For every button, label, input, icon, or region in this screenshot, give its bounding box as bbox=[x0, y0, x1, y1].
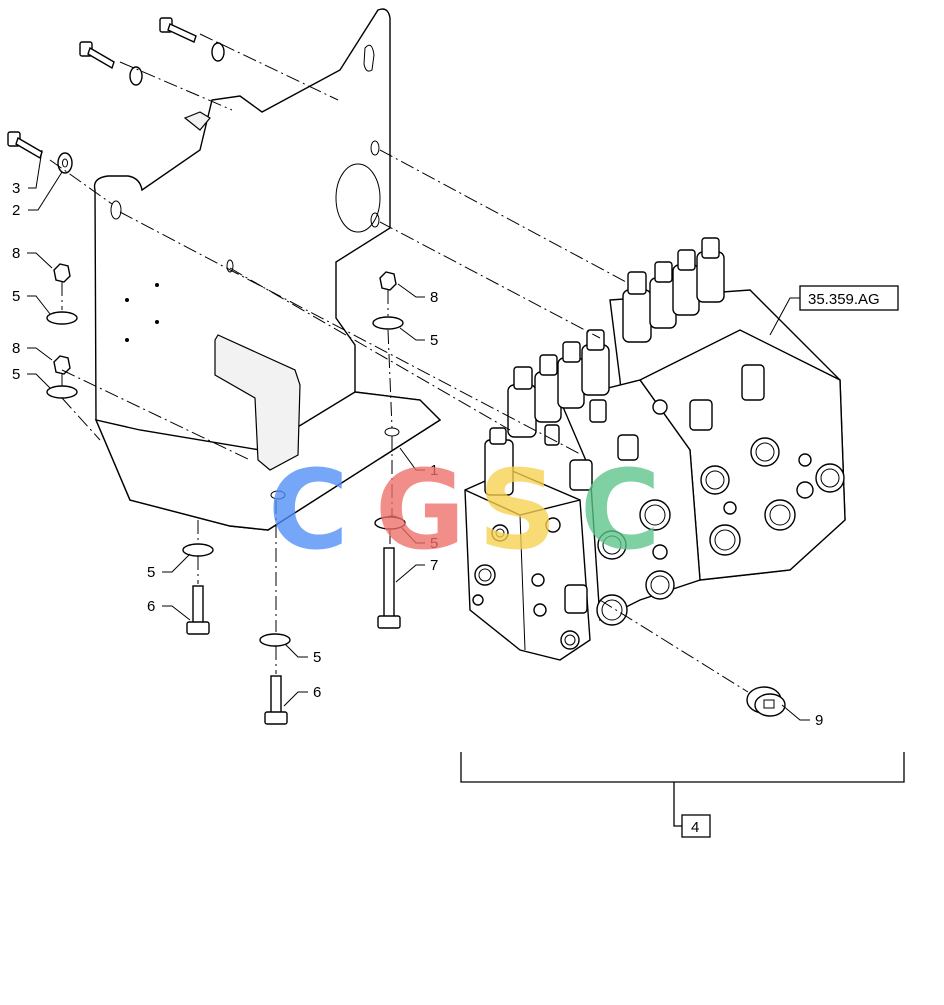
leader-lines bbox=[27, 149, 905, 827]
callout-1: 1 bbox=[430, 462, 438, 479]
plug-9 bbox=[746, 686, 786, 717]
nut-8-upper-left bbox=[53, 263, 71, 283]
callout-3: 3 bbox=[12, 180, 20, 197]
callout-8-upper-left: 8 bbox=[12, 245, 20, 262]
callout-6-center: 6 bbox=[313, 684, 321, 701]
alignment-lines bbox=[49, 33, 749, 693]
bolt-6-center bbox=[264, 675, 288, 725]
callout-2: 2 bbox=[12, 202, 20, 219]
callout-8-lower-left: 8 bbox=[12, 340, 20, 357]
washer-5-f bbox=[259, 633, 291, 647]
reference-label: 35.359.AG bbox=[808, 291, 880, 308]
bolt-7 bbox=[377, 547, 401, 629]
watermark-letter-2: G bbox=[375, 446, 465, 574]
watermark-letter-4: C bbox=[580, 446, 661, 574]
watermark-logo: C G S C bbox=[268, 446, 661, 574]
callout-labels: 3 2 8 5 8 5 8 5 1 5 7 5 6 5 6 9 bbox=[12, 180, 823, 729]
solenoid-coils-front bbox=[484, 329, 610, 496]
valve-ports-rear bbox=[700, 437, 845, 556]
callout-6-left: 6 bbox=[147, 598, 155, 615]
washer-2 bbox=[57, 152, 73, 174]
bolt-top-2 bbox=[79, 41, 143, 86]
nut-8-lower-left bbox=[53, 355, 71, 375]
bolt-6-left bbox=[186, 585, 210, 635]
washer-5-b bbox=[46, 385, 78, 399]
washer-5-a bbox=[46, 311, 78, 325]
solenoid-coils-rear bbox=[622, 237, 725, 343]
callout-5-lower-left-washer: 5 bbox=[147, 564, 155, 581]
callout-5-upper-left: 5 bbox=[12, 288, 20, 305]
hardware bbox=[7, 17, 786, 725]
callout-8-right: 8 bbox=[430, 289, 438, 306]
bolt-top-1 bbox=[159, 17, 225, 62]
callout-7: 7 bbox=[430, 557, 438, 574]
nut-8-right bbox=[379, 271, 397, 291]
callout-9: 9 bbox=[815, 712, 823, 729]
washer-5-d bbox=[374, 516, 406, 530]
control-valve-assembly bbox=[464, 237, 846, 661]
mounting-bracket bbox=[93, 8, 442, 531]
callout-5-lower-left: 5 bbox=[12, 366, 20, 383]
reference-box: 35.359.AG bbox=[799, 285, 899, 311]
callout-5-under-shelf: 5 bbox=[430, 535, 438, 552]
bolt-3 bbox=[7, 131, 43, 160]
washer-5-c bbox=[372, 316, 404, 330]
callout-5-right: 5 bbox=[430, 332, 438, 349]
assembly-box: 4 bbox=[681, 814, 711, 838]
watermark-letter-1: C bbox=[268, 446, 349, 574]
callout-5-center: 5 bbox=[313, 649, 321, 666]
assembly-label: 4 bbox=[691, 819, 699, 836]
watermark-letter-3: S bbox=[478, 446, 557, 574]
washer-5-e bbox=[182, 543, 214, 557]
